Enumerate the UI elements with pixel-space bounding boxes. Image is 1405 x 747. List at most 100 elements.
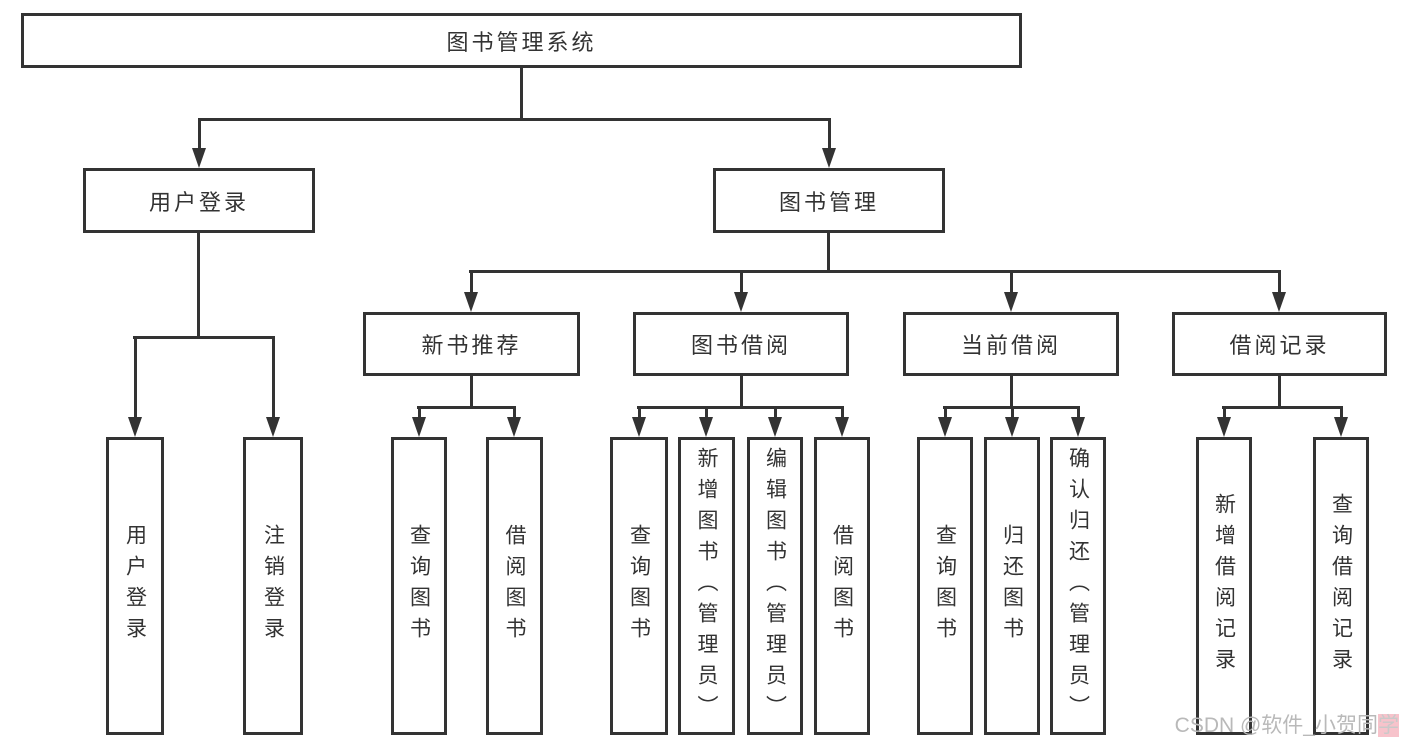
arrow-down-borrow-books-1	[507, 406, 521, 437]
connector-borrow-records-hline	[1222, 406, 1343, 409]
arrow-stem	[1340, 406, 1343, 419]
arrow-stem	[1278, 270, 1281, 294]
leaf-query-books-2-label: 查询图书	[627, 524, 651, 648]
leaf-edit-book-admin: 编辑图书（管理员）	[747, 437, 803, 735]
arrow-down-user-login	[192, 118, 206, 168]
connector-current-borrow-stub	[1010, 376, 1013, 406]
leaf-user-login-label: 用户登录	[123, 524, 147, 648]
node-borrow-records-label: 借阅记录	[1229, 333, 1330, 358]
arrowhead-icon	[1004, 292, 1018, 312]
node-root-label: 图书管理系统	[446, 29, 597, 55]
arrow-down-add-book	[699, 406, 713, 437]
node-current-borrow: 当前借阅	[903, 312, 1119, 376]
arrowhead-icon	[938, 417, 952, 437]
arrow-down-add-borrow-record	[1217, 406, 1231, 437]
arrow-down-return-book	[1005, 406, 1019, 437]
arrow-down-query-borrow-record	[1334, 406, 1348, 437]
arrowhead-icon	[412, 417, 426, 437]
connector-new-book-stub	[470, 376, 473, 406]
arrowhead-icon	[464, 292, 478, 312]
leaf-add-borrow-record: 新增借阅记录	[1196, 437, 1252, 735]
arrow-down-borrow-records	[1272, 270, 1286, 312]
arrow-stem	[134, 336, 137, 419]
arrow-down-book-borrow	[734, 270, 748, 312]
arrow-down-borrow-books-2	[835, 406, 849, 437]
connector-borrow-records-stub	[1278, 376, 1281, 406]
node-user-login-label: 用户登录	[148, 189, 249, 215]
arrow-stem	[841, 406, 844, 419]
connector-user-login-hline	[133, 336, 274, 339]
leaf-add-book-admin: 新增图书（管理员）	[678, 437, 735, 735]
arrowhead-icon	[835, 417, 849, 437]
leaf-confirm-return-admin: 确认归还（管理员）	[1050, 437, 1106, 735]
connector-root-stub	[520, 68, 523, 118]
node-new-book-recommend: 新书推荐	[363, 312, 580, 376]
arrow-stem	[513, 406, 516, 419]
leaf-query-books-2: 查询图书	[610, 437, 668, 735]
leaf-edit-book-admin-label: 编辑图书（管理员）	[763, 446, 787, 726]
arrowhead-icon	[1334, 417, 1348, 437]
leaf-logout: 注销登录	[243, 437, 303, 735]
leaf-add-book-admin-label: 新增图书（管理员）	[695, 446, 718, 726]
arrow-stem	[1077, 406, 1080, 419]
leaf-query-borrow-record: 查询借阅记录	[1313, 437, 1369, 735]
arrow-down-current-borrow	[1004, 270, 1018, 312]
connector-book-borrow-stub	[740, 376, 743, 406]
node-user-login: 用户登录	[83, 168, 315, 233]
arrow-stem	[740, 270, 743, 294]
connector-level3-hline	[469, 270, 1281, 273]
leaf-return-book-label: 归还图书	[1000, 524, 1024, 648]
arrowhead-icon	[1005, 417, 1019, 437]
arrow-stem	[944, 406, 947, 419]
leaf-borrow-books-1-label: 借阅图书	[503, 524, 526, 648]
leaf-query-books-1-label: 查询图书	[407, 524, 431, 648]
leaf-query-borrow-record-label: 查询借阅记录	[1329, 493, 1353, 679]
arrowhead-icon	[632, 417, 646, 437]
arrow-down-new-book-recommend	[464, 270, 478, 312]
arrow-down-confirm-return	[1071, 406, 1085, 437]
leaf-return-book: 归还图书	[984, 437, 1040, 735]
arrow-down-query-books-3	[938, 406, 952, 437]
arrowhead-icon	[128, 417, 142, 437]
arrow-stem	[705, 406, 708, 419]
arrow-stem	[198, 118, 201, 150]
arrow-stem	[638, 406, 641, 419]
arrow-stem	[828, 118, 831, 150]
leaf-borrow-books-2-label: 借阅图书	[830, 524, 854, 648]
leaf-query-books-1: 查询图书	[391, 437, 447, 735]
node-current-borrow-label: 当前借阅	[960, 333, 1061, 358]
leaf-borrow-books-1: 借阅图书	[486, 437, 543, 735]
connector-new-book-hline	[417, 406, 516, 409]
arrowhead-icon	[507, 417, 521, 437]
arrowhead-icon	[699, 417, 713, 437]
node-book-management-label: 图书管理	[778, 189, 879, 215]
connector-book-borrow-hline	[637, 406, 844, 409]
leaf-query-books-3: 查询图书	[917, 437, 973, 735]
connector-user-login-stub	[197, 233, 200, 336]
watermark-text: CSDN @软件_小贺同	[1174, 714, 1378, 737]
arrowhead-icon	[266, 417, 280, 437]
arrow-stem	[1010, 270, 1013, 294]
arrow-stem	[774, 406, 777, 419]
leaf-logout-label: 注销登录	[261, 524, 285, 648]
connector-level1-hline	[198, 118, 831, 121]
arrow-stem	[418, 406, 421, 419]
arrow-down-query-books-2	[632, 406, 646, 437]
arrow-stem	[470, 270, 473, 294]
arrow-down-query-books-1	[412, 406, 426, 437]
arrow-stem	[272, 336, 275, 419]
leaf-user-login: 用户登录	[106, 437, 164, 735]
arrowhead-icon	[192, 148, 206, 168]
leaf-query-books-3-label: 查询图书	[933, 524, 957, 648]
node-book-borrow: 图书借阅	[633, 312, 849, 376]
arrowhead-icon	[1217, 417, 1231, 437]
arrow-down-leaf-user-login	[128, 336, 142, 437]
leaf-add-borrow-record-label: 新增借阅记录	[1212, 493, 1236, 679]
watermark-accent-char: 学	[1378, 714, 1399, 737]
node-new-book-recommend-label: 新书推荐	[421, 333, 522, 358]
leaf-confirm-return-admin-label: 确认归还（管理员）	[1066, 446, 1090, 726]
node-borrow-records: 借阅记录	[1172, 312, 1387, 376]
node-library-management-system: 图书管理系统	[21, 13, 1022, 68]
arrowhead-icon	[734, 292, 748, 312]
